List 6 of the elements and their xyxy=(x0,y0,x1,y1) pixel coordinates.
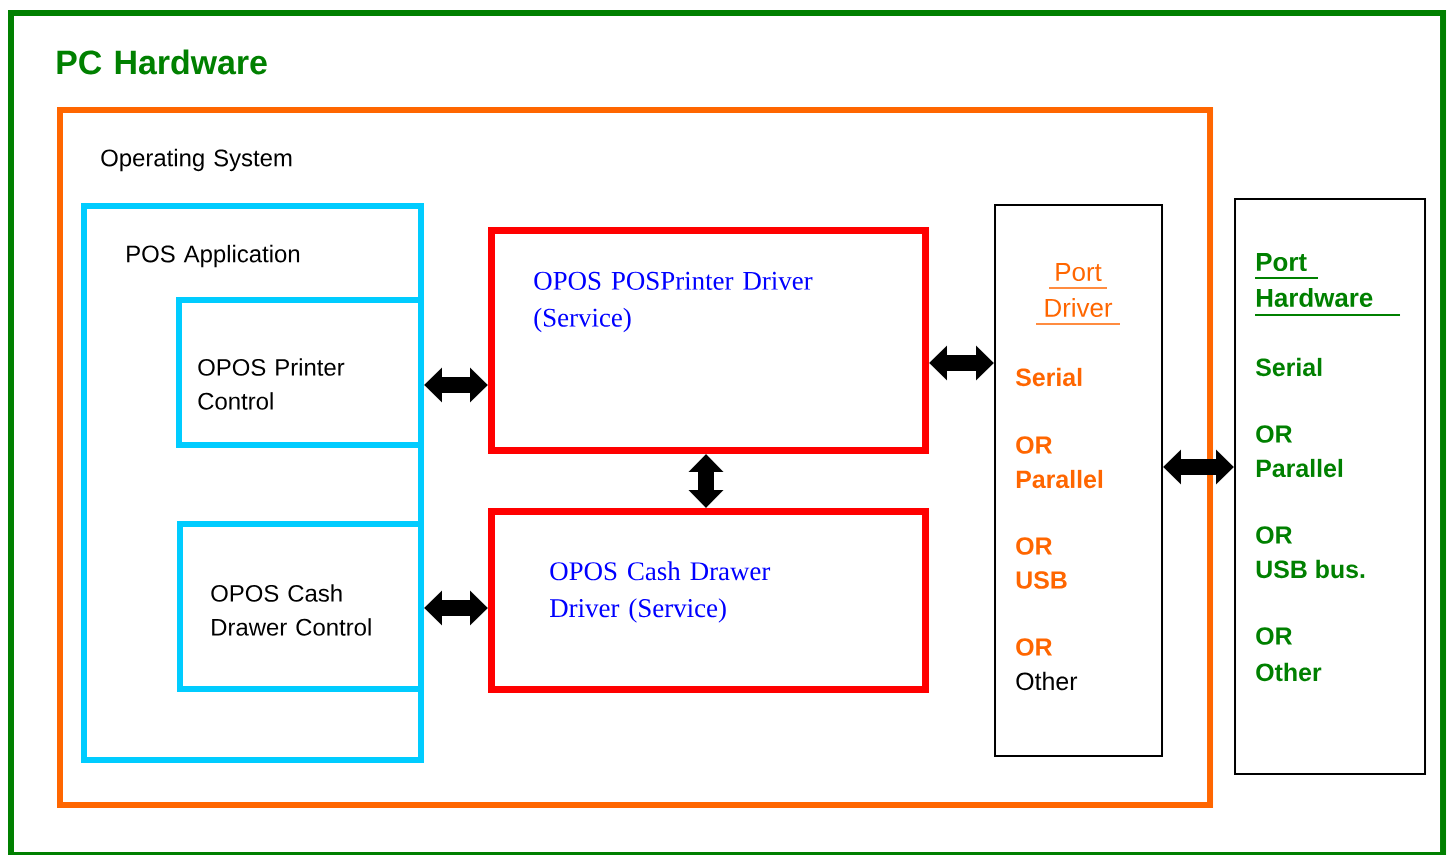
driver-box: OPOS Cash Drawer Driver (Service) xyxy=(488,508,929,693)
control-box: OPOS Cash Drawer Control xyxy=(177,521,424,692)
port-box: Port Hardware Serial OR Parallel OR USB bus. OR Other xyxy=(1234,198,1426,775)
port-box: Port Driver Serial OR Parallel OR USB OR Other xyxy=(994,204,1163,757)
driver-box: OPOS POSPrinter Driver (Service) xyxy=(488,227,929,454)
control-box: OPOS Printer Control xyxy=(176,297,424,448)
